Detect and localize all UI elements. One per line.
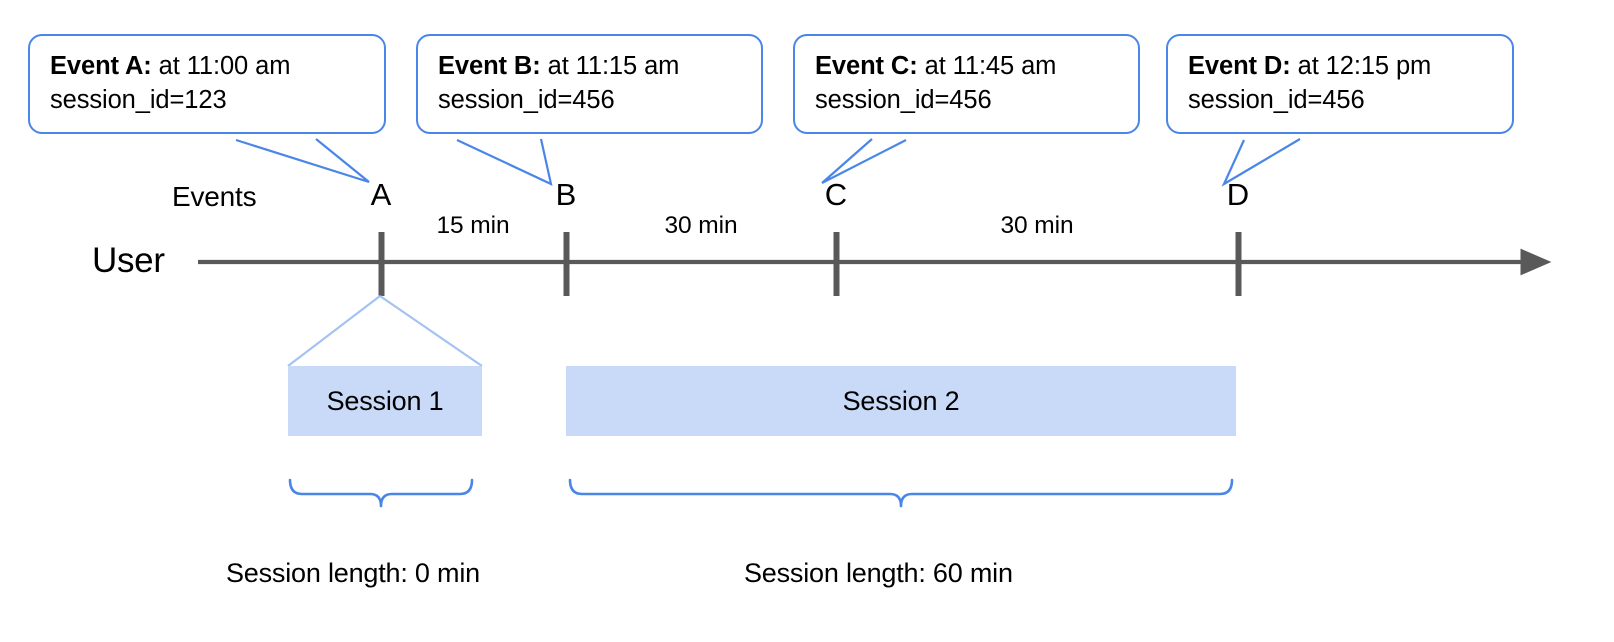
- callout-a-line2: session_id=123: [50, 85, 227, 114]
- callout-event-a[interactable]: Event A: at 11:00 am session_id=123: [28, 34, 386, 134]
- event-letter-c: C: [824, 177, 848, 212]
- row-label-user: User: [92, 241, 165, 280]
- callout-c-time: at 11:45 am: [917, 52, 1057, 80]
- callout-d-line2: session_id=456: [1188, 85, 1365, 114]
- callout-d-line1: Event D: at 12:15 pm: [1188, 50, 1494, 84]
- gap-label-a-b: 15 min: [436, 212, 510, 239]
- callout-event-d[interactable]: Event D: at 12:15 pm session_id=456: [1166, 34, 1514, 134]
- callout-leader-a: [235, 138, 370, 184]
- callout-leader-b: [456, 138, 553, 186]
- session-bar-1-label: Session 1: [326, 385, 444, 416]
- gap-label-b-c: 30 min: [664, 212, 738, 239]
- session1-funnel-connector: [287, 295, 483, 367]
- session-bar-2[interactable]: Session 2: [566, 366, 1236, 436]
- callout-event-c[interactable]: Event C: at 11:45 am session_id=456: [793, 34, 1140, 134]
- event-letter-a: A: [370, 177, 392, 212]
- callout-a-line1: Event A: at 11:00 am: [50, 50, 366, 84]
- callout-a-lead: Event A:: [50, 52, 152, 80]
- callout-b-time: at 11:15 am: [540, 52, 680, 80]
- callout-d-lead: Event D:: [1188, 52, 1291, 80]
- session-bar-1[interactable]: Session 1: [288, 366, 482, 436]
- event-letter-b: B: [555, 177, 577, 212]
- callout-d-time: at 12:15 pm: [1290, 52, 1432, 80]
- event-letter-d: D: [1226, 177, 1250, 212]
- callout-a-time: at 11:00 am: [151, 52, 291, 80]
- callout-c-line1: Event C: at 11:45 am: [815, 50, 1120, 84]
- callout-event-b[interactable]: Event B: at 11:15 am session_id=456: [416, 34, 763, 134]
- session-2-length-label: Session length: 60 min: [744, 558, 1013, 588]
- session1-brace: [288, 478, 474, 508]
- callout-c-line2: session_id=456: [815, 85, 992, 114]
- callout-b-line1: Event B: at 11:15 am: [438, 50, 743, 84]
- gap-label-c-d: 30 min: [1000, 212, 1074, 239]
- session2-brace: [568, 478, 1234, 508]
- callout-b-lead: Event B:: [438, 52, 541, 80]
- callout-b-line2: session_id=456: [438, 85, 615, 114]
- session-bar-2-label: Session 2: [842, 385, 960, 416]
- callout-c-lead: Event C:: [815, 52, 918, 80]
- row-label-events: Events: [172, 181, 257, 212]
- callout-leader-d: [1221, 138, 1301, 187]
- callout-leader-c: [821, 138, 907, 184]
- session-1-length-label: Session length: 0 min: [226, 558, 480, 588]
